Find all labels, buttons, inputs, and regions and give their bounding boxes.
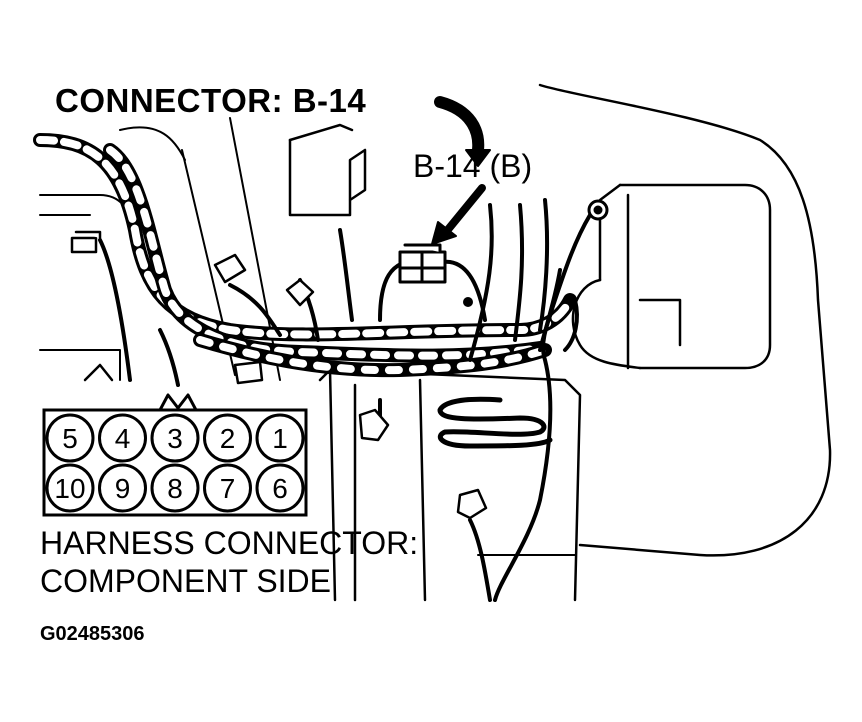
connector-callout-label: B-14 (B) — [413, 148, 533, 184]
wire-loops — [437, 396, 553, 449]
pin-2-outline — [203, 413, 252, 463]
figure-id: G02485306 — [40, 623, 145, 645]
title-pointer-arrow — [434, 96, 485, 156]
callout-arrow — [442, 184, 486, 236]
single-wires — [98, 198, 592, 602]
pin-5-label: 5 — [62, 423, 78, 454]
pin-1-outline — [255, 413, 305, 463]
small-connectors — [70, 230, 488, 520]
pin-7-outline — [203, 463, 252, 513]
pin-8-outline — [150, 463, 200, 513]
pin-6-outline — [255, 463, 305, 513]
b14-connector — [398, 243, 447, 284]
pin-9-label: 9 — [115, 473, 131, 504]
pin-9-outline — [98, 463, 147, 513]
ring-terminal — [587, 199, 609, 221]
connector-key-notch — [158, 393, 198, 412]
pin-3-outline — [150, 413, 200, 463]
pin-4-outline — [98, 413, 147, 463]
bracket — [288, 123, 367, 217]
pin-10-outline — [45, 463, 95, 513]
pin-7-label: 7 — [220, 473, 236, 504]
pin-1-label: 1 — [272, 423, 288, 454]
connector-pins: 5 4 3 2 1 10 9 8 7 6 — [45, 413, 305, 513]
wire-harness — [33, 133, 577, 378]
connector-title: CONNECTOR: B-14 — [55, 82, 367, 119]
pin-2-label: 2 — [220, 423, 236, 454]
harness-label-line2: COMPONENT SIDE — [40, 563, 331, 599]
pin-6-label: 6 — [272, 473, 288, 504]
pin-4-label: 4 — [115, 423, 131, 454]
harness-label-line1: HARNESS CONNECTOR: — [40, 525, 419, 561]
body-panel-outline — [538, 83, 832, 557]
pin-5-outline — [45, 413, 95, 463]
pin-10-label: 10 — [54, 473, 85, 504]
pin-8-label: 8 — [167, 473, 183, 504]
pin-3-label: 3 — [167, 423, 183, 454]
